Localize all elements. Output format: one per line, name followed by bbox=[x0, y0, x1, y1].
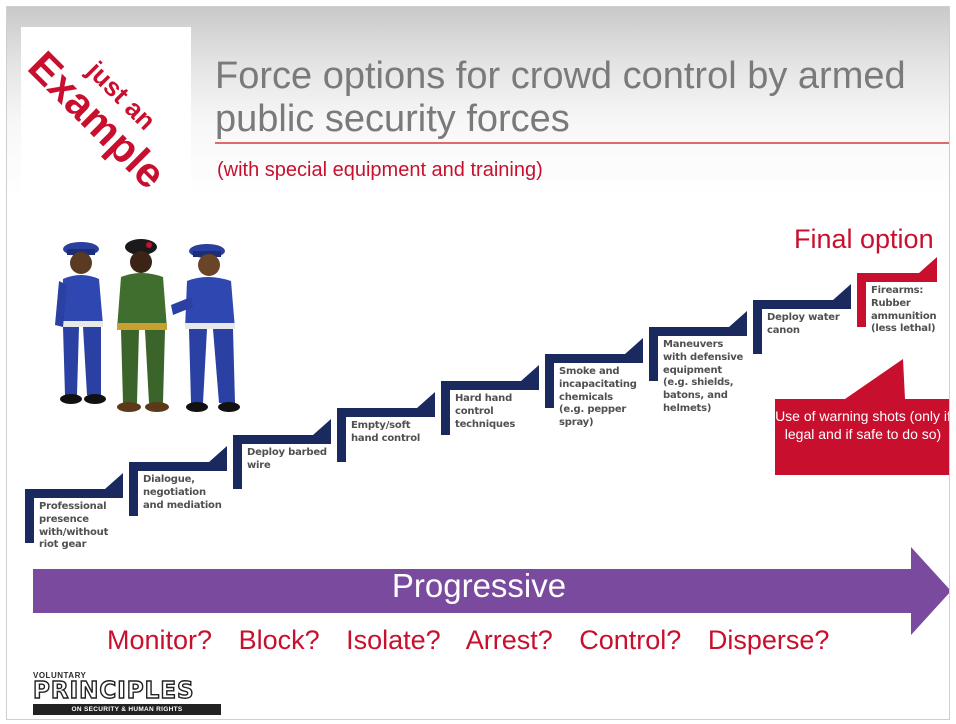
warning-shots-callout: Use of warning shots (only if legal and … bbox=[775, 399, 949, 475]
step-riser-5 bbox=[441, 381, 450, 435]
step-tread-7 bbox=[649, 327, 747, 336]
question-monitor: Monitor? bbox=[107, 625, 213, 655]
question-isolate: Isolate? bbox=[346, 625, 441, 655]
step-flag-9 bbox=[919, 257, 937, 273]
step-label-5: Hard hand control techniques bbox=[455, 393, 516, 430]
progressive-arrow bbox=[33, 547, 949, 635]
callout-pointer bbox=[845, 359, 905, 399]
step-flag-3 bbox=[313, 419, 331, 435]
step-riser-2 bbox=[129, 462, 138, 516]
step-tread-4 bbox=[337, 408, 435, 417]
step-label-3: Deploy barbed wire bbox=[247, 447, 327, 471]
step-label-7: Maneuvers with defensive equipment (e.g.… bbox=[663, 339, 744, 414]
officer-right bbox=[171, 244, 240, 412]
step-flag-7 bbox=[729, 311, 747, 327]
step-tread-8 bbox=[753, 300, 851, 309]
step-label-6: Smoke and incapacitating chemicals (e.g.… bbox=[559, 366, 637, 429]
step-label-1: Professional presence with/without riot … bbox=[39, 501, 109, 551]
step-label-8: Deploy water canon bbox=[767, 312, 840, 336]
step-flag-5 bbox=[521, 365, 539, 381]
step-tread-2 bbox=[129, 462, 227, 471]
voluntary-principles-logo: VOLUNTARY PRINCIPLES ON SECURITY & HUMAN… bbox=[32, 671, 223, 715]
step-riser-8 bbox=[753, 300, 762, 354]
step-tread-3 bbox=[233, 435, 331, 444]
step-flag-2 bbox=[209, 446, 227, 462]
escalation-staircase bbox=[25, 257, 937, 543]
slide-title: Force options for crowd control by armed… bbox=[215, 55, 906, 140]
slide-subtitle: (with special equipment and training) bbox=[217, 159, 543, 181]
step-riser-3 bbox=[233, 435, 242, 489]
logo-bar-text: ON SECURITY & HUMAN RIGHTS bbox=[33, 704, 221, 715]
step-flag-1 bbox=[105, 473, 123, 489]
step-tread-1 bbox=[25, 489, 123, 498]
step-label-9: Firearms: Rubber ammunition (less lethal… bbox=[871, 285, 937, 335]
question-disperse: Disperse? bbox=[707, 625, 830, 655]
step-flag-6 bbox=[625, 338, 643, 354]
question-control: Control? bbox=[579, 625, 682, 655]
step-riser-4 bbox=[337, 408, 346, 462]
title-divider bbox=[215, 142, 949, 144]
step-label-4: Empty/soft hand control bbox=[351, 420, 421, 444]
step-tread-9 bbox=[857, 273, 937, 282]
step-riser-1 bbox=[25, 489, 34, 543]
step-riser-6 bbox=[545, 354, 554, 408]
step-tread-6 bbox=[545, 354, 643, 363]
logo-main-text: PRINCIPLES bbox=[32, 678, 195, 704]
question-arrest: Arrest? bbox=[465, 625, 553, 655]
officer-left bbox=[55, 242, 106, 404]
security-officers-illustration bbox=[55, 239, 240, 412]
logo-top-text: VOLUNTARY bbox=[33, 671, 87, 680]
step-riser-9 bbox=[857, 273, 866, 327]
step-tread-5 bbox=[441, 381, 539, 390]
step-label-2: Dialogue, negotiation and mediation bbox=[143, 474, 222, 511]
slide: just an Example Force options for crowd … bbox=[6, 6, 950, 720]
step-riser-7 bbox=[649, 327, 658, 381]
officer-middle bbox=[117, 239, 169, 412]
step-flag-4 bbox=[417, 392, 435, 408]
objectives-row: Monitor? Block? Isolate? Arrest? Control… bbox=[107, 625, 848, 656]
final-option-label: Final option bbox=[794, 224, 934, 254]
step-flag-8 bbox=[833, 284, 851, 300]
question-block: Block? bbox=[238, 625, 320, 655]
example-badge: just an Example bbox=[21, 27, 191, 195]
